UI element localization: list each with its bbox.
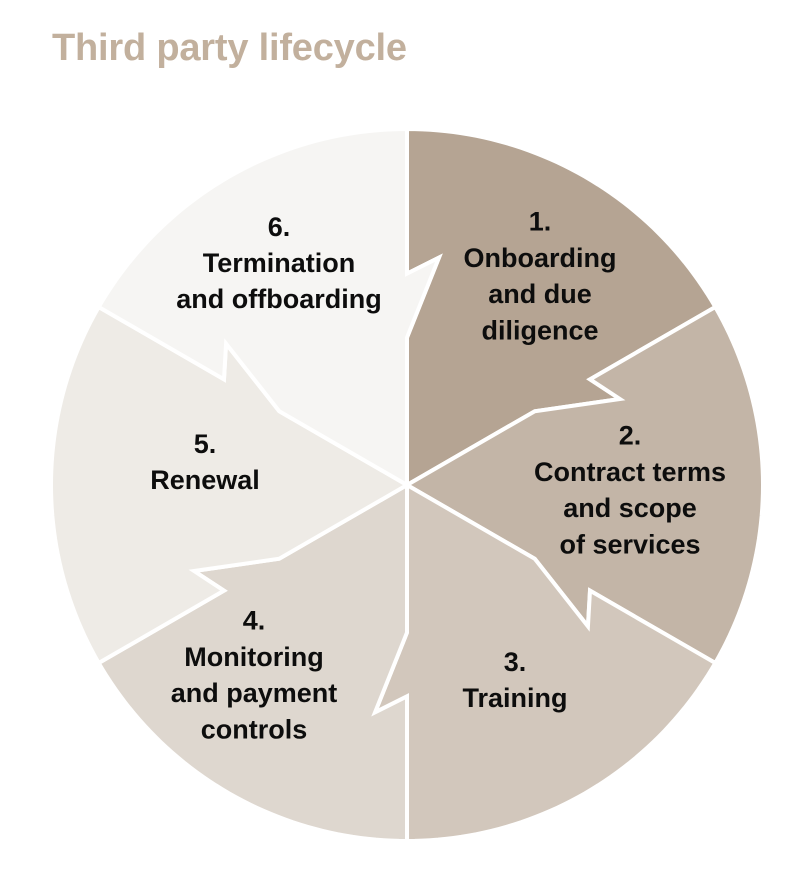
pie-segment-6[interactable] xyxy=(95,126,443,489)
page-title: Third party lifecycle xyxy=(52,27,407,69)
pie-segment-1[interactable] xyxy=(405,126,719,489)
pie-segments-group xyxy=(48,126,766,844)
pie-segment-4[interactable] xyxy=(95,481,409,844)
pie-segment-2[interactable] xyxy=(402,304,766,666)
pie-segment-3[interactable] xyxy=(371,481,719,844)
pie-segment-5[interactable] xyxy=(48,304,412,666)
